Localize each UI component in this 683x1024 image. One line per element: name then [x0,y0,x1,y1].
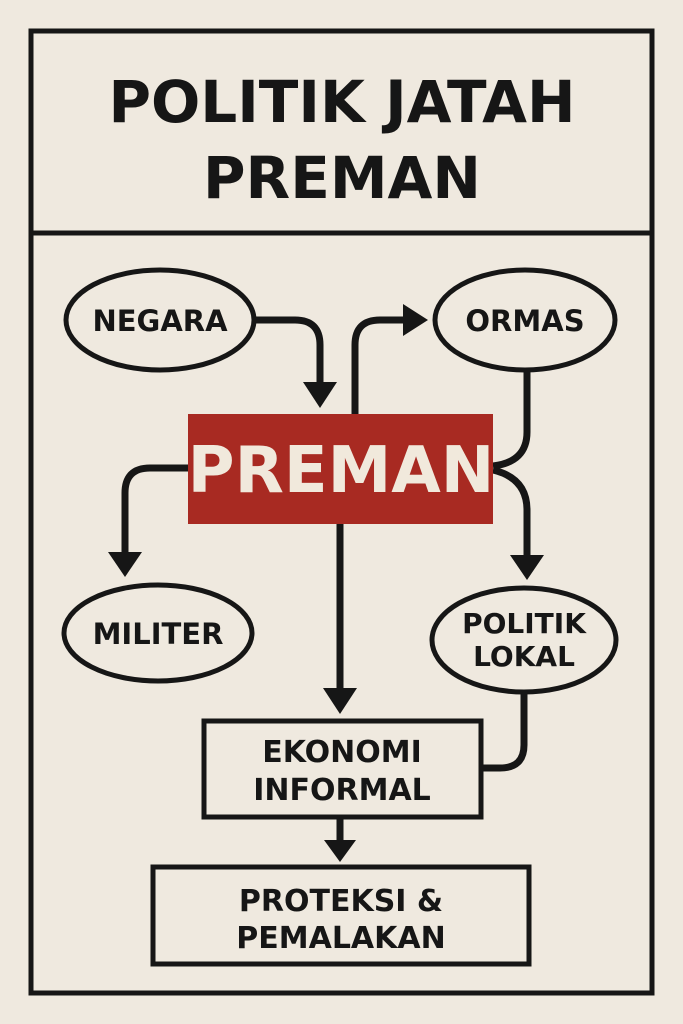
arrow-preman-to-ormas [351,316,405,414]
line-ormas-to-preman [492,370,531,470]
node-negara [63,267,257,373]
node-proteksi-pemalakan [150,864,532,967]
outer-frame [28,28,655,996]
arrowhead [403,304,428,336]
node-ekonomi-line1: EKONOMI [262,735,422,770]
node-militer-label: MILITER [93,617,224,651]
arrowhead [324,840,356,862]
node-politik-lokal-line1: POLITIK [462,607,587,640]
title-line-2: PREMAN [203,144,481,212]
arrowhead [510,555,544,580]
node-politik-lokal [429,585,619,695]
arrow-preman-to-militer [121,464,188,555]
title-line-1: POLITIK JATAH [108,68,575,136]
line-politik-lokal-to-ekonomi [482,692,528,772]
node-ormas-label: ORMAS [465,304,584,338]
arrow-negara-to-preman [255,316,324,385]
arrow-preman-to-politik-lokal [492,466,531,558]
arrowhead [323,688,357,714]
arrowhead [108,552,142,577]
node-preman [188,414,493,524]
node-ekonomi-line2: INFORMAL [253,773,431,808]
node-politik-lokal-line2: LOKAL [473,640,575,673]
node-proteksi-line1: PROTEKSI & [239,884,443,919]
node-proteksi-line2: PEMALAKAN [236,921,445,956]
arrowhead [303,382,337,408]
node-militer [61,582,255,684]
node-ekonomi-informal [201,718,484,820]
node-ormas [432,267,618,373]
node-negara-label: NEGARA [92,304,228,338]
node-preman-label: PREMAN [188,434,495,508]
